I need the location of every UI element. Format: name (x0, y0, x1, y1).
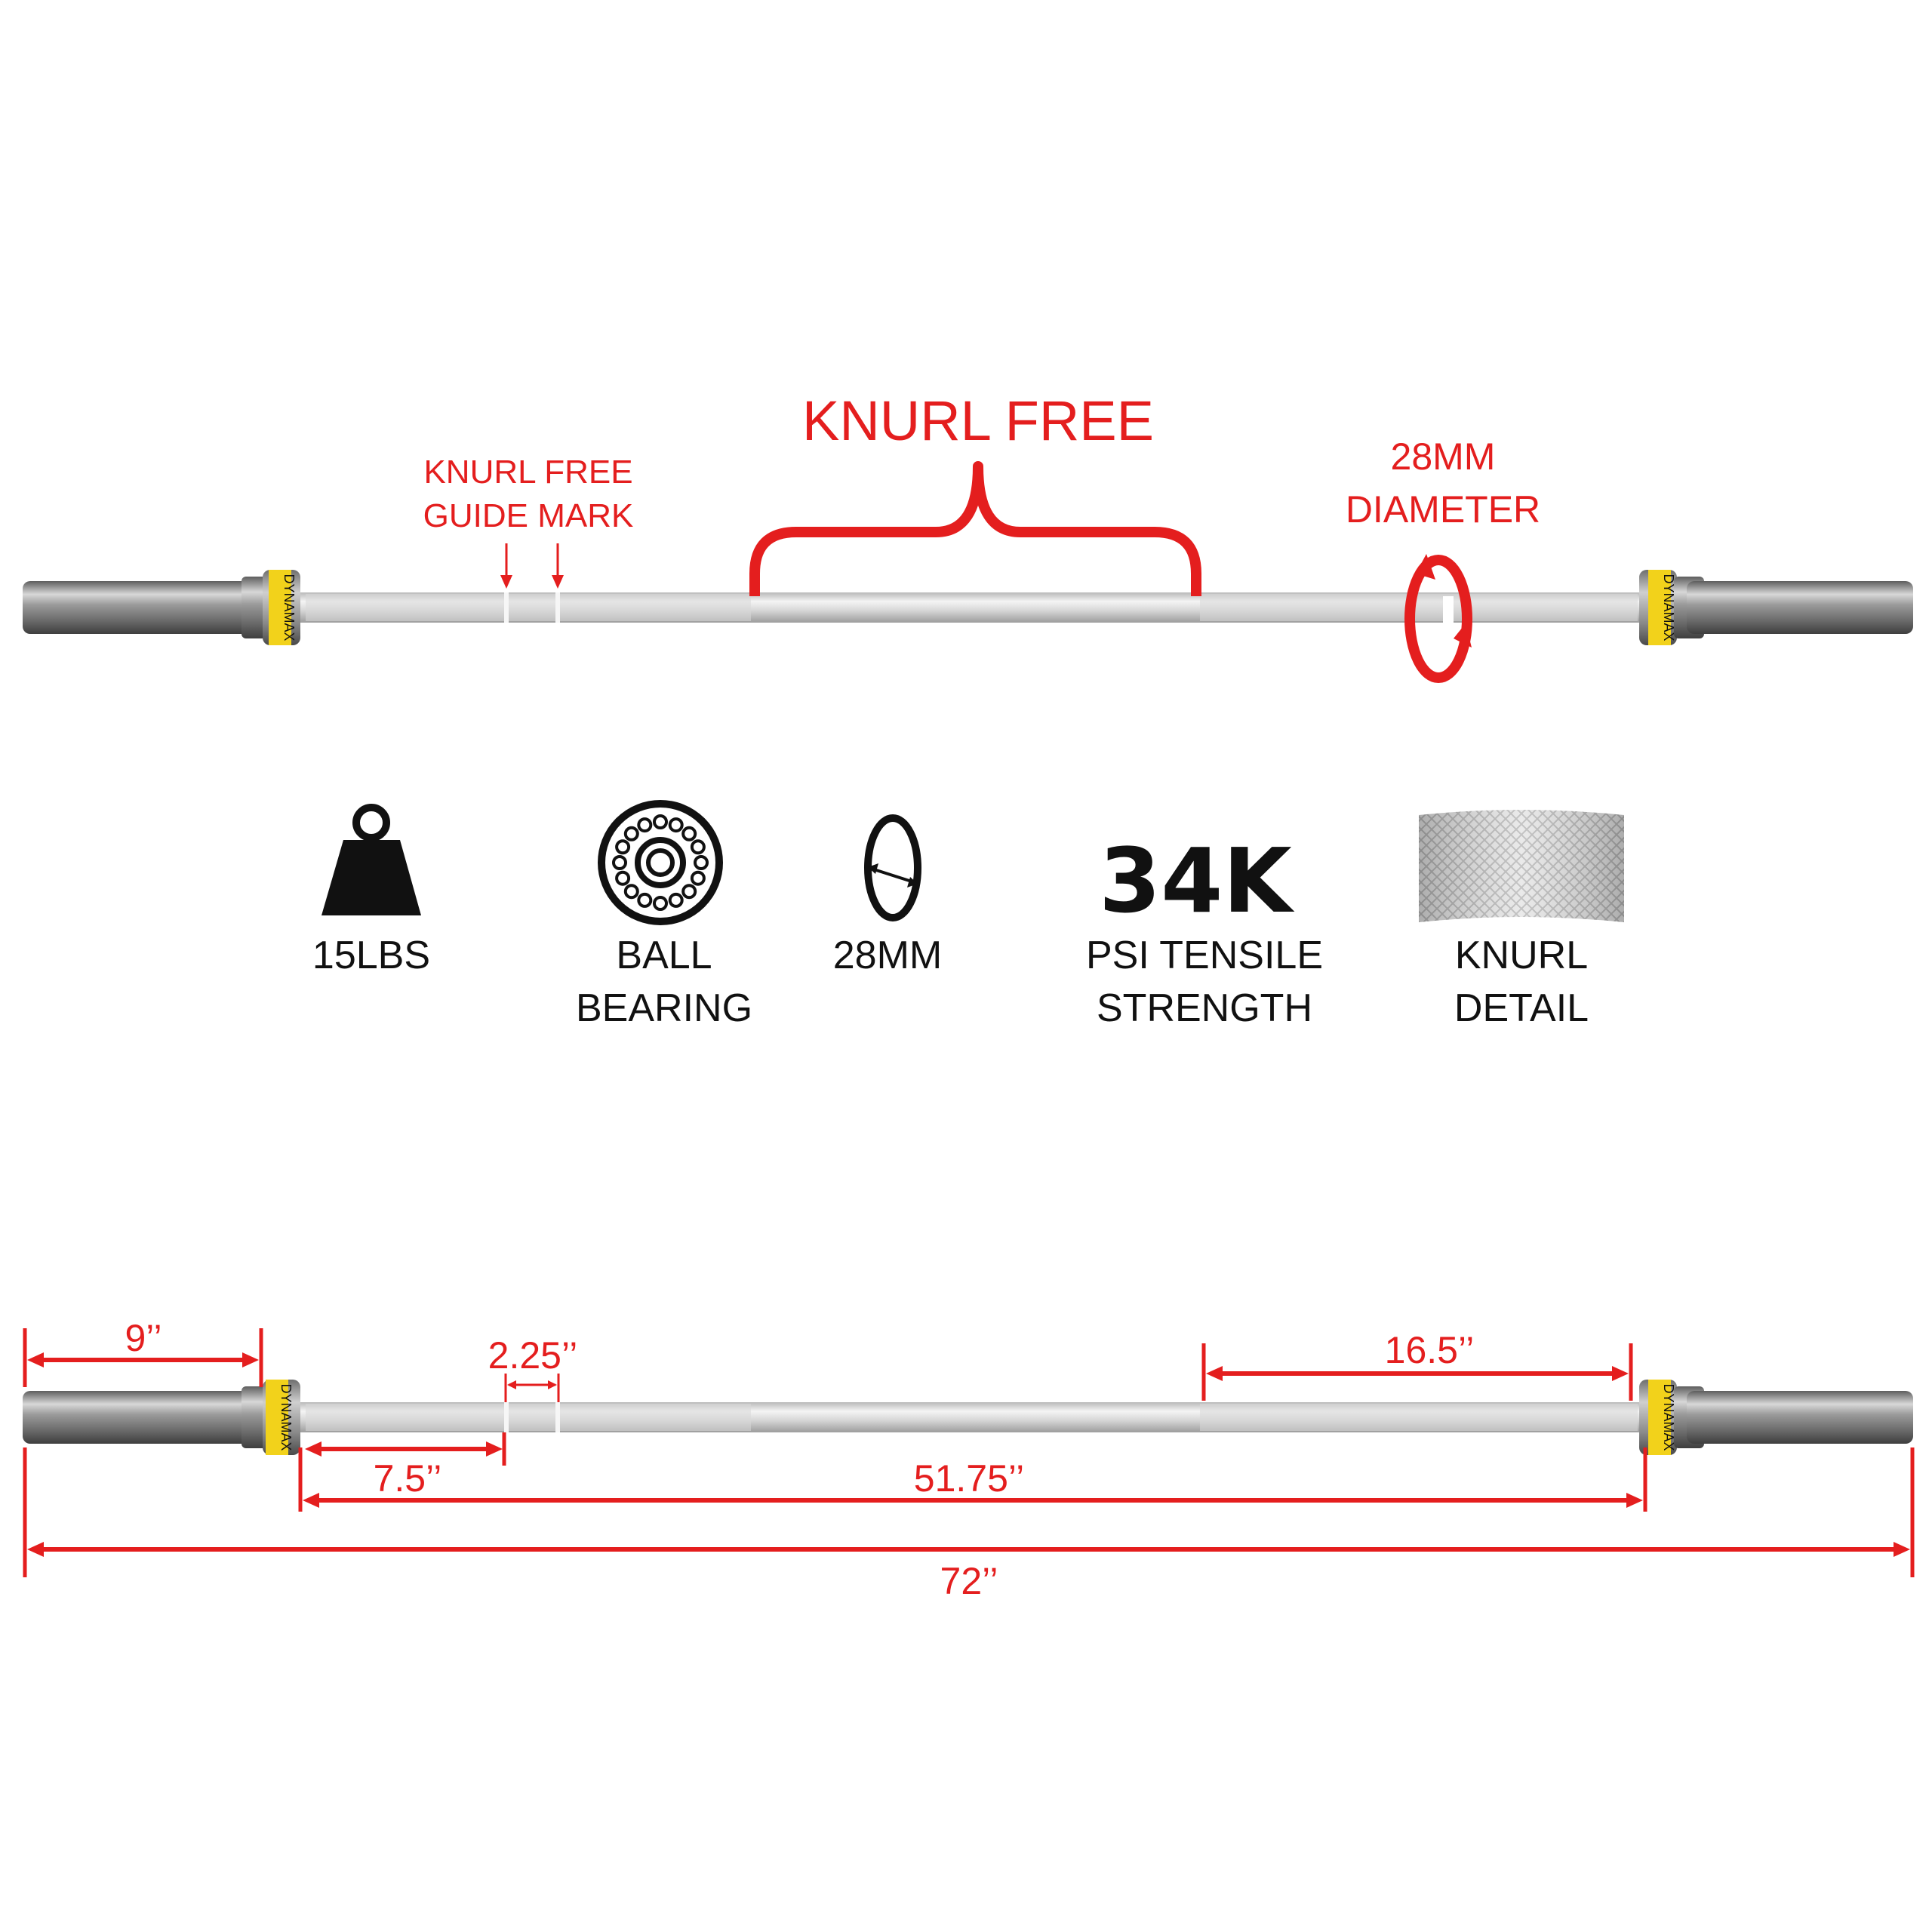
dim-knurl-section: 16.5’’ (1201, 1329, 1633, 1401)
bearing-ball (690, 870, 706, 886)
right-sleeve (1687, 581, 1913, 634)
feature-knurl-label-line2: DETAIL (1454, 986, 1589, 1030)
guide-mark-label-line2: GUIDE MARK (423, 497, 634, 534)
guide-mark-arrowhead-right (552, 575, 564, 589)
guide-mark-right-bottom (555, 1402, 560, 1432)
feature-row: 15LBS BALL BEARING 28MM 34K PSI TENSILE … (312, 800, 1624, 1030)
diameter-callout: 28MM DIAMETER (1346, 435, 1540, 683)
dim-sleeve-label: 9’’ (125, 1317, 162, 1359)
dim-to-guide: 7.5’’ (305, 1432, 506, 1500)
dim-guide-gap-label: 2.25’’ (488, 1334, 578, 1377)
knurl-zone-left (306, 594, 751, 621)
bearing-ball (681, 884, 697, 900)
feature-weight-label: 15LBS (312, 934, 430, 977)
left-collar-brand-bottom: DYNAMAX (278, 1383, 294, 1451)
bearing-ball (653, 814, 668, 829)
bearing-ball (668, 817, 684, 833)
knurl-free-brace (749, 461, 1201, 596)
guide-mark-left (504, 592, 509, 623)
rotation-arrow-icon (1404, 555, 1472, 683)
feature-bearing-label-line1: BALL (616, 934, 712, 977)
tensile-strength-headline: 34K (1099, 829, 1295, 933)
dim-to-guide-label: 7.5’’ (374, 1457, 442, 1500)
dimension-lines: 9’’ 2.25’’ 16.5’’ 7.5’’ (23, 1317, 1915, 1602)
dim-sleeve: 9’’ (23, 1317, 263, 1387)
right-collar-band (1648, 570, 1671, 645)
dim-total-label: 72’’ (940, 1560, 998, 1602)
guide-mark-arrowhead-left (500, 575, 512, 589)
bearing-ball (615, 839, 631, 855)
bearing-ball (615, 870, 631, 886)
knurl-zone-right (1200, 594, 1638, 621)
rotation-arrowhead-bottom (1454, 623, 1472, 648)
right-collar-brand-bottom: DYNAMAX (1661, 1383, 1676, 1451)
bearing-ball (623, 884, 639, 900)
left-collar-band (269, 570, 291, 645)
right-sleeve-bottom (1687, 1391, 1913, 1444)
dim-between-collars-label: 51.75’’ (914, 1457, 1024, 1500)
feature-tensile-label-line2: STRENGTH (1097, 986, 1312, 1030)
feature-diameter-label: 28MM (833, 934, 942, 977)
knurl-zone-left-bottom (306, 1404, 751, 1431)
rotation-arrowhead-top (1416, 554, 1435, 580)
dim-knurl-section-label: 16.5’’ (1385, 1329, 1475, 1371)
rotation-arrow-gap (1443, 596, 1454, 626)
diameter-icon (864, 814, 921, 921)
bottom-barbell: DYNAMAX DYNAMAX (23, 1380, 1913, 1455)
ball-bearing-icon (598, 800, 723, 925)
diameter-label-line1: 28MM (1391, 435, 1496, 478)
diameter-label-line2: DIAMETER (1346, 488, 1540, 531)
left-collar-brand: DYNAMAX (281, 574, 297, 641)
bearing-ball (690, 839, 706, 855)
knurl-free-callout: KNURL FREE (749, 389, 1201, 596)
feature-tensile-label-line1: PSI TENSILE (1086, 934, 1323, 977)
feature-knurl-label-line1: KNURL (1455, 934, 1588, 977)
dim-guide-gap: 2.25’’ (488, 1334, 578, 1402)
dim-total: 72’’ (23, 1447, 1915, 1602)
knurl-texture-icon (1419, 810, 1624, 922)
bearing-ball (681, 826, 697, 841)
knurl-free-label: KNURL FREE (802, 389, 1154, 452)
bearing-ball (623, 826, 639, 841)
right-collar-band-bottom (1648, 1380, 1671, 1455)
right-collar-brand: DYNAMAX (1661, 574, 1676, 641)
left-sleeve-bottom (23, 1391, 264, 1444)
guide-mark-right (555, 592, 560, 623)
dim-between-collars: 51.75’’ (298, 1447, 1647, 1512)
knurl-zone-right-bottom (1200, 1404, 1638, 1431)
weight-icon (321, 804, 421, 915)
guide-mark-left-bottom (504, 1402, 509, 1432)
bearing-ball (637, 892, 653, 908)
guide-mark-label-line1: KNURL FREE (423, 454, 632, 491)
left-sleeve (23, 581, 264, 634)
bearing-ball (668, 892, 684, 908)
guide-mark-callout: KNURL FREE GUIDE MARK (423, 454, 634, 589)
top-barbell: DYNAMAX DYNAMAX (23, 570, 1913, 645)
bearing-ball (694, 855, 709, 870)
bearing-ball (612, 855, 627, 870)
bearing-balls (612, 814, 709, 911)
bearing-ball (653, 896, 668, 911)
feature-bearing-label-line2: BEARING (576, 986, 752, 1030)
left-collar-band-bottom (266, 1380, 288, 1455)
bearing-ball (637, 817, 653, 833)
